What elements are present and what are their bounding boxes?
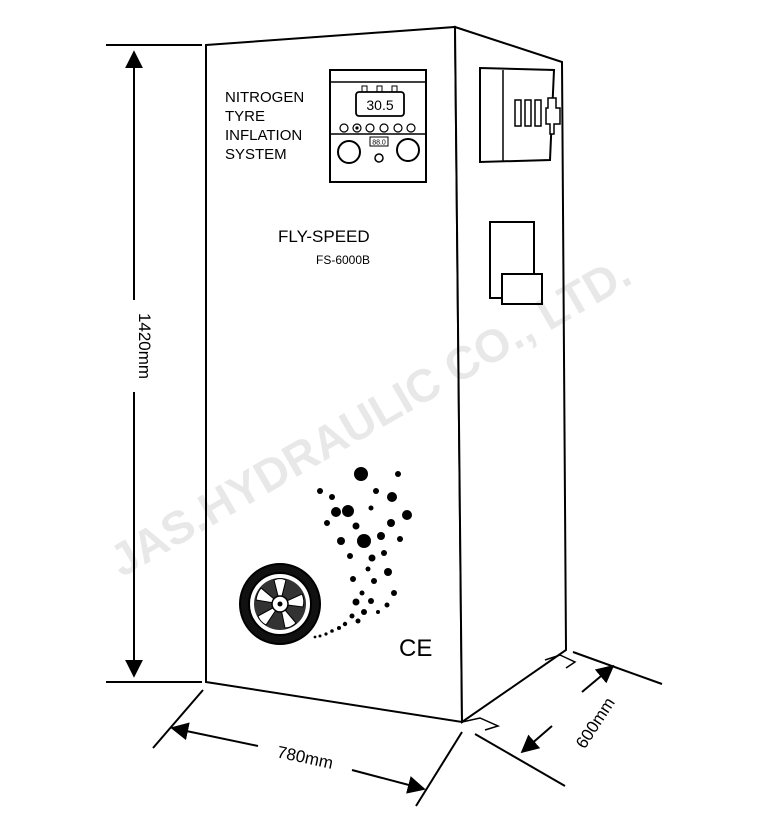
side-panel-inner	[501, 273, 543, 305]
bubble-dot	[347, 553, 353, 559]
bubble-dot	[342, 621, 348, 627]
panel-button-5[interactable]	[393, 123, 403, 133]
bubble-dot	[331, 507, 341, 517]
bubble-dot	[387, 492, 397, 502]
pressure-display	[355, 91, 405, 117]
bubble-dot	[368, 554, 376, 562]
bubble-dot	[354, 467, 368, 481]
bubble-dot	[357, 534, 371, 548]
height-dimension	[106, 44, 202, 683]
bubble-dot	[368, 598, 374, 604]
bubble-dot	[329, 494, 335, 500]
small-display	[369, 136, 389, 147]
cabinet	[205, 25, 577, 731]
cabinet-side	[453, 25, 568, 724]
machine-title: NITROGEN TYRE INFLATION SYSTEM	[225, 89, 304, 163]
cabinet-foot-side	[544, 654, 577, 669]
side-gauge-box	[479, 66, 561, 164]
side-slot-2	[524, 99, 532, 127]
cabinet-foot-front	[461, 717, 501, 731]
brand-name: FLY-SPEED	[278, 227, 370, 246]
bubble-dot	[365, 566, 371, 572]
height-label: 1420mm	[135, 313, 154, 379]
bubble-dot	[391, 590, 397, 596]
bubble-dot	[373, 488, 379, 494]
bubble-dot	[359, 590, 365, 596]
title-line-2: TYRE	[225, 108, 265, 125]
side-slot-1	[514, 99, 522, 127]
bubble-dot	[355, 618, 361, 624]
bubble-dot	[377, 532, 385, 540]
pressure-display-value: 30.5	[366, 97, 393, 113]
bubble-dot	[313, 635, 317, 639]
bubble-dot	[318, 634, 322, 638]
panel-button-6[interactable]	[406, 123, 416, 133]
title-line-1: NITROGEN	[225, 89, 304, 106]
depth-dimension	[474, 651, 663, 787]
right-knob[interactable]	[396, 138, 420, 162]
bubble-dot	[352, 598, 360, 606]
title-line-3: INFLATION	[225, 127, 302, 144]
bubble-dot	[350, 576, 356, 582]
bubble-dot	[376, 610, 380, 614]
left-knob[interactable]	[337, 140, 361, 164]
control-panel: 30.5 88.0	[329, 69, 427, 183]
bubble-dot	[387, 519, 395, 527]
side-valve-handle[interactable]	[545, 97, 561, 135]
ce-mark: CE	[399, 635, 432, 662]
side-panel-box	[489, 221, 543, 305]
panel-button-3[interactable]	[365, 123, 375, 133]
bubble-dot	[384, 568, 392, 576]
bubble-dot	[342, 505, 354, 517]
side-slot-3	[534, 99, 542, 127]
title-line-4: SYSTEM	[225, 146, 287, 163]
bubble-dot	[395, 471, 401, 477]
bubble-dot	[337, 626, 341, 630]
bubble-dot	[361, 609, 367, 615]
center-button[interactable]	[374, 153, 384, 163]
small-display-value: 88.0	[372, 140, 386, 147]
bubble-dot	[371, 578, 377, 584]
model-number: FS-6000B	[316, 253, 370, 267]
bubble-dot	[397, 536, 403, 542]
width-label: 780mm	[275, 742, 334, 772]
panel-button-4[interactable]	[379, 123, 389, 133]
bubble-dot	[324, 520, 330, 526]
bubble-dot	[381, 550, 387, 556]
bubble-dot	[368, 505, 374, 511]
panel-button-1[interactable]	[339, 123, 349, 133]
bubble-dot	[402, 510, 412, 520]
bubble-dot	[352, 522, 360, 530]
width-dimension	[152, 689, 463, 807]
bubble-dot	[330, 629, 334, 633]
tyre-icon	[239, 563, 321, 645]
bubble-dot	[317, 488, 323, 494]
bubble-dot	[337, 537, 345, 545]
bubble-dot	[324, 632, 328, 636]
depth-label: 600mm	[572, 694, 619, 752]
nitrogen-bubbles	[313, 467, 412, 639]
bubble-dot	[384, 602, 390, 608]
bubble-dot	[349, 613, 355, 619]
